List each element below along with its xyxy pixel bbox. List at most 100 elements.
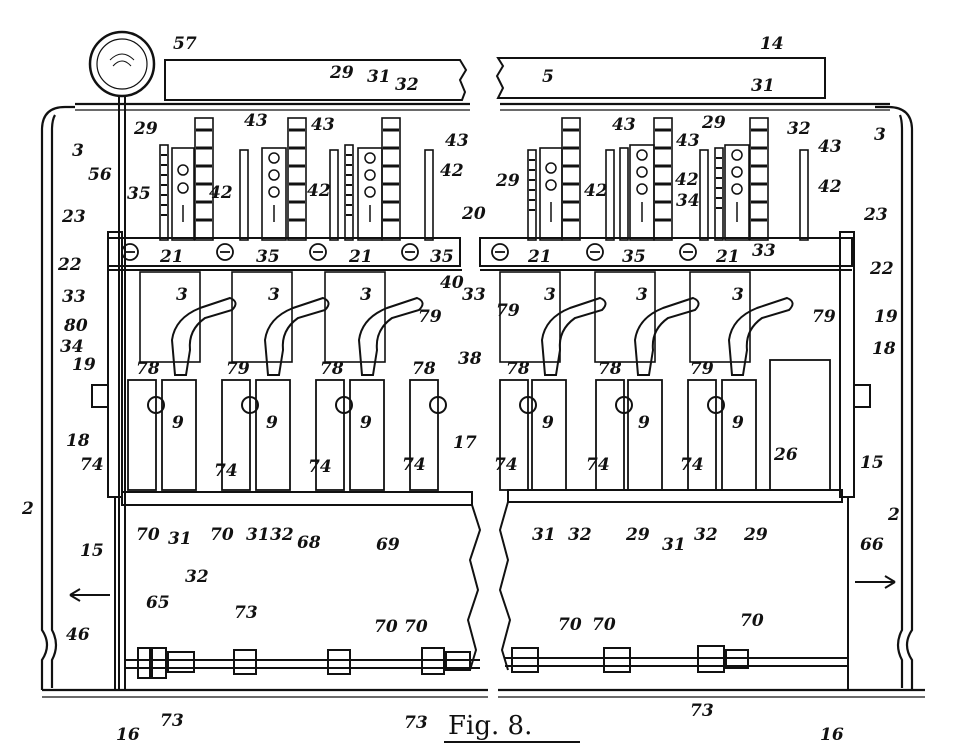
- label-34: 34: [676, 191, 700, 211]
- label-31: 31: [168, 529, 192, 549]
- knob: [88, 30, 156, 690]
- wheel-digit: 9: [732, 413, 744, 433]
- label-29: 29: [329, 63, 354, 83]
- label-23: 23: [863, 205, 888, 225]
- label-73: 73: [404, 713, 428, 733]
- middle-plates: [139, 271, 751, 363]
- label-32: 32: [787, 119, 811, 139]
- wheel-digit: 9: [172, 413, 184, 433]
- gear-hubs: [147, 396, 725, 414]
- label-78: 78: [598, 359, 622, 379]
- label-3: 3: [874, 125, 886, 145]
- label-32: 32: [694, 525, 718, 545]
- label-35: 35: [622, 247, 646, 267]
- label-31: 31: [662, 535, 686, 555]
- label-14: 14: [760, 34, 784, 54]
- label-43: 43: [244, 111, 268, 131]
- plate-digit: 3: [636, 285, 648, 305]
- label-19: 19: [72, 355, 96, 375]
- label-19: 19: [874, 307, 898, 327]
- label-78: 78: [136, 359, 160, 379]
- label-35: 35: [127, 184, 151, 204]
- reference-numerals: 57 14 5 3 3 56 29 43 43 29 31 32 43 42 4…: [21, 34, 900, 745]
- label-31: 31: [367, 67, 391, 87]
- label-29: 29: [495, 171, 520, 191]
- label-74: 74: [680, 455, 704, 475]
- ladder-rungs-left: [161, 128, 399, 222]
- label-33: 33: [752, 241, 776, 261]
- plate-digit: 3: [268, 285, 280, 305]
- label-17: 17: [453, 433, 477, 453]
- label-20: 20: [461, 204, 486, 224]
- wheel-digit: 9: [638, 413, 650, 433]
- wheel-digit: 9: [266, 413, 278, 433]
- label-16: 16: [820, 725, 844, 745]
- plate-digit: 3: [732, 285, 744, 305]
- wheel-digit: 9: [360, 413, 372, 433]
- label-70: 70: [374, 617, 398, 637]
- label-15: 15: [80, 541, 104, 561]
- label-29: 29: [625, 525, 650, 545]
- label-78: 78: [412, 359, 436, 379]
- label-22: 22: [869, 259, 894, 279]
- label-78: 78: [506, 359, 530, 379]
- label-70: 70: [136, 525, 160, 545]
- label-33: 33: [462, 285, 486, 305]
- bottom-shaft: [125, 645, 848, 679]
- label-23: 23: [61, 207, 86, 227]
- label-69: 69: [376, 535, 400, 555]
- figure-caption: Fig. 8.: [444, 711, 580, 743]
- label-70: 70: [740, 611, 764, 631]
- label-70: 70: [592, 615, 616, 635]
- label-74: 74: [80, 455, 104, 475]
- bar-20: [107, 237, 853, 271]
- label-26: 26: [773, 445, 798, 465]
- label-35: 35: [256, 247, 280, 267]
- label-78: 78: [320, 359, 344, 379]
- label-70: 70: [210, 525, 234, 545]
- label-33: 33: [62, 287, 86, 307]
- label-29: 29: [743, 525, 768, 545]
- label-43: 43: [311, 115, 335, 135]
- label-46: 46: [66, 625, 90, 645]
- label-29: 29: [133, 119, 158, 139]
- upper-rods-left: [159, 117, 434, 241]
- label-43: 43: [445, 131, 469, 151]
- label-68: 68: [297, 533, 321, 553]
- label-32: 32: [185, 567, 209, 587]
- upper-rods-right: [527, 117, 809, 241]
- label-21: 21: [348, 247, 373, 267]
- label-74: 74: [308, 457, 332, 477]
- label-31: 31: [246, 525, 270, 545]
- label-38: 38: [458, 349, 482, 369]
- label-65: 65: [146, 593, 170, 613]
- caption-text: Fig. 8.: [448, 711, 532, 741]
- side-pins: [69, 384, 896, 602]
- label-73: 73: [160, 711, 184, 731]
- label-32: 32: [270, 525, 294, 545]
- label-43: 43: [676, 131, 700, 151]
- label-29: 29: [701, 113, 726, 133]
- label-15: 15: [860, 453, 884, 473]
- label-32: 32: [568, 525, 592, 545]
- screws: [121, 243, 697, 261]
- label-79: 79: [418, 307, 442, 327]
- label-42: 42: [440, 161, 464, 181]
- label-43: 43: [612, 115, 636, 135]
- label-74: 74: [402, 455, 426, 475]
- label-42: 42: [818, 177, 842, 197]
- plate-digit: 3: [360, 285, 372, 305]
- label-42: 42: [209, 183, 233, 203]
- label-5: 5: [542, 67, 554, 87]
- plate-digit: 3: [176, 285, 188, 305]
- label-66: 66: [860, 535, 884, 555]
- side-posts: [107, 231, 855, 690]
- label-43: 43: [818, 137, 842, 157]
- label-74: 74: [586, 455, 610, 475]
- hook-levers: [170, 296, 794, 376]
- wheel-digit: 9: [542, 413, 554, 433]
- dial-digits-upper: [177, 149, 743, 222]
- label-73: 73: [234, 603, 258, 623]
- label-34: 34: [60, 337, 84, 357]
